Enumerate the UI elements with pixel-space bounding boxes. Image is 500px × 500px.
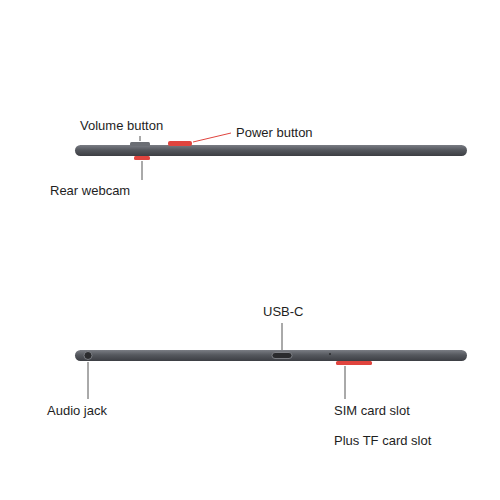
sim-slot-shape bbox=[336, 361, 372, 365]
audio-jack-shape bbox=[84, 352, 92, 360]
top-edge bbox=[75, 133, 467, 180]
leader-line bbox=[193, 133, 231, 142]
part-label: Rear webcam bbox=[50, 183, 130, 199]
microphone-hole bbox=[329, 353, 331, 355]
part-label: Volume button bbox=[80, 118, 163, 134]
part-label: SIM card slot bbox=[334, 403, 410, 419]
tablet-edge bbox=[75, 350, 467, 361]
bottom-edge bbox=[75, 323, 467, 399]
part-label: Power button bbox=[236, 125, 313, 141]
usb-c-port bbox=[272, 353, 292, 359]
tablet-edge bbox=[75, 145, 467, 156]
part-label: USB-C bbox=[263, 304, 303, 320]
power-button-shape bbox=[168, 141, 192, 146]
leader-line bbox=[142, 161, 143, 180]
rear-webcam-shape bbox=[134, 156, 150, 160]
leader-line bbox=[88, 362, 89, 399]
leader-line bbox=[345, 366, 346, 399]
leader-line bbox=[282, 323, 283, 350]
part-label: Plus TF card slot bbox=[334, 433, 431, 449]
part-label: Audio jack bbox=[47, 403, 107, 419]
volume-button-shape bbox=[130, 142, 150, 146]
leader-line bbox=[140, 136, 141, 141]
